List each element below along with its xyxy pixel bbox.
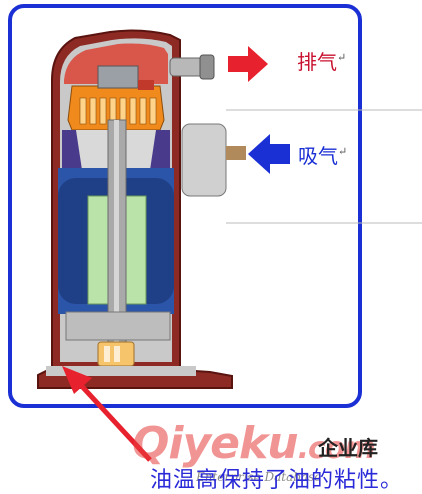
- watermark-brand-cn: 企业库: [318, 436, 378, 460]
- pointer-arrow-icon: [62, 366, 152, 462]
- suction-label-text: 吸气: [298, 144, 338, 168]
- watermark-brand-suffix: .com: [297, 431, 376, 466]
- suction-label: 吸气↵: [298, 146, 347, 166]
- exhaust-label: 排气↵: [297, 52, 346, 72]
- exhaust-arrow-icon: [228, 46, 268, 82]
- suction-arrow-icon: [248, 134, 290, 174]
- return-mark: ↵: [338, 145, 348, 158]
- oil-temperature-caption: 油温高保持了油的粘性。: [150, 468, 404, 493]
- watermark-tagline: Enterprise Database: [196, 470, 322, 484]
- watermark-brand-text: Qiyeku: [132, 418, 299, 469]
- exhaust-label-text: 排气: [297, 50, 337, 74]
- return-mark: ↵: [337, 51, 347, 64]
- watermark-brand: Qiyeku.com: [132, 418, 376, 469]
